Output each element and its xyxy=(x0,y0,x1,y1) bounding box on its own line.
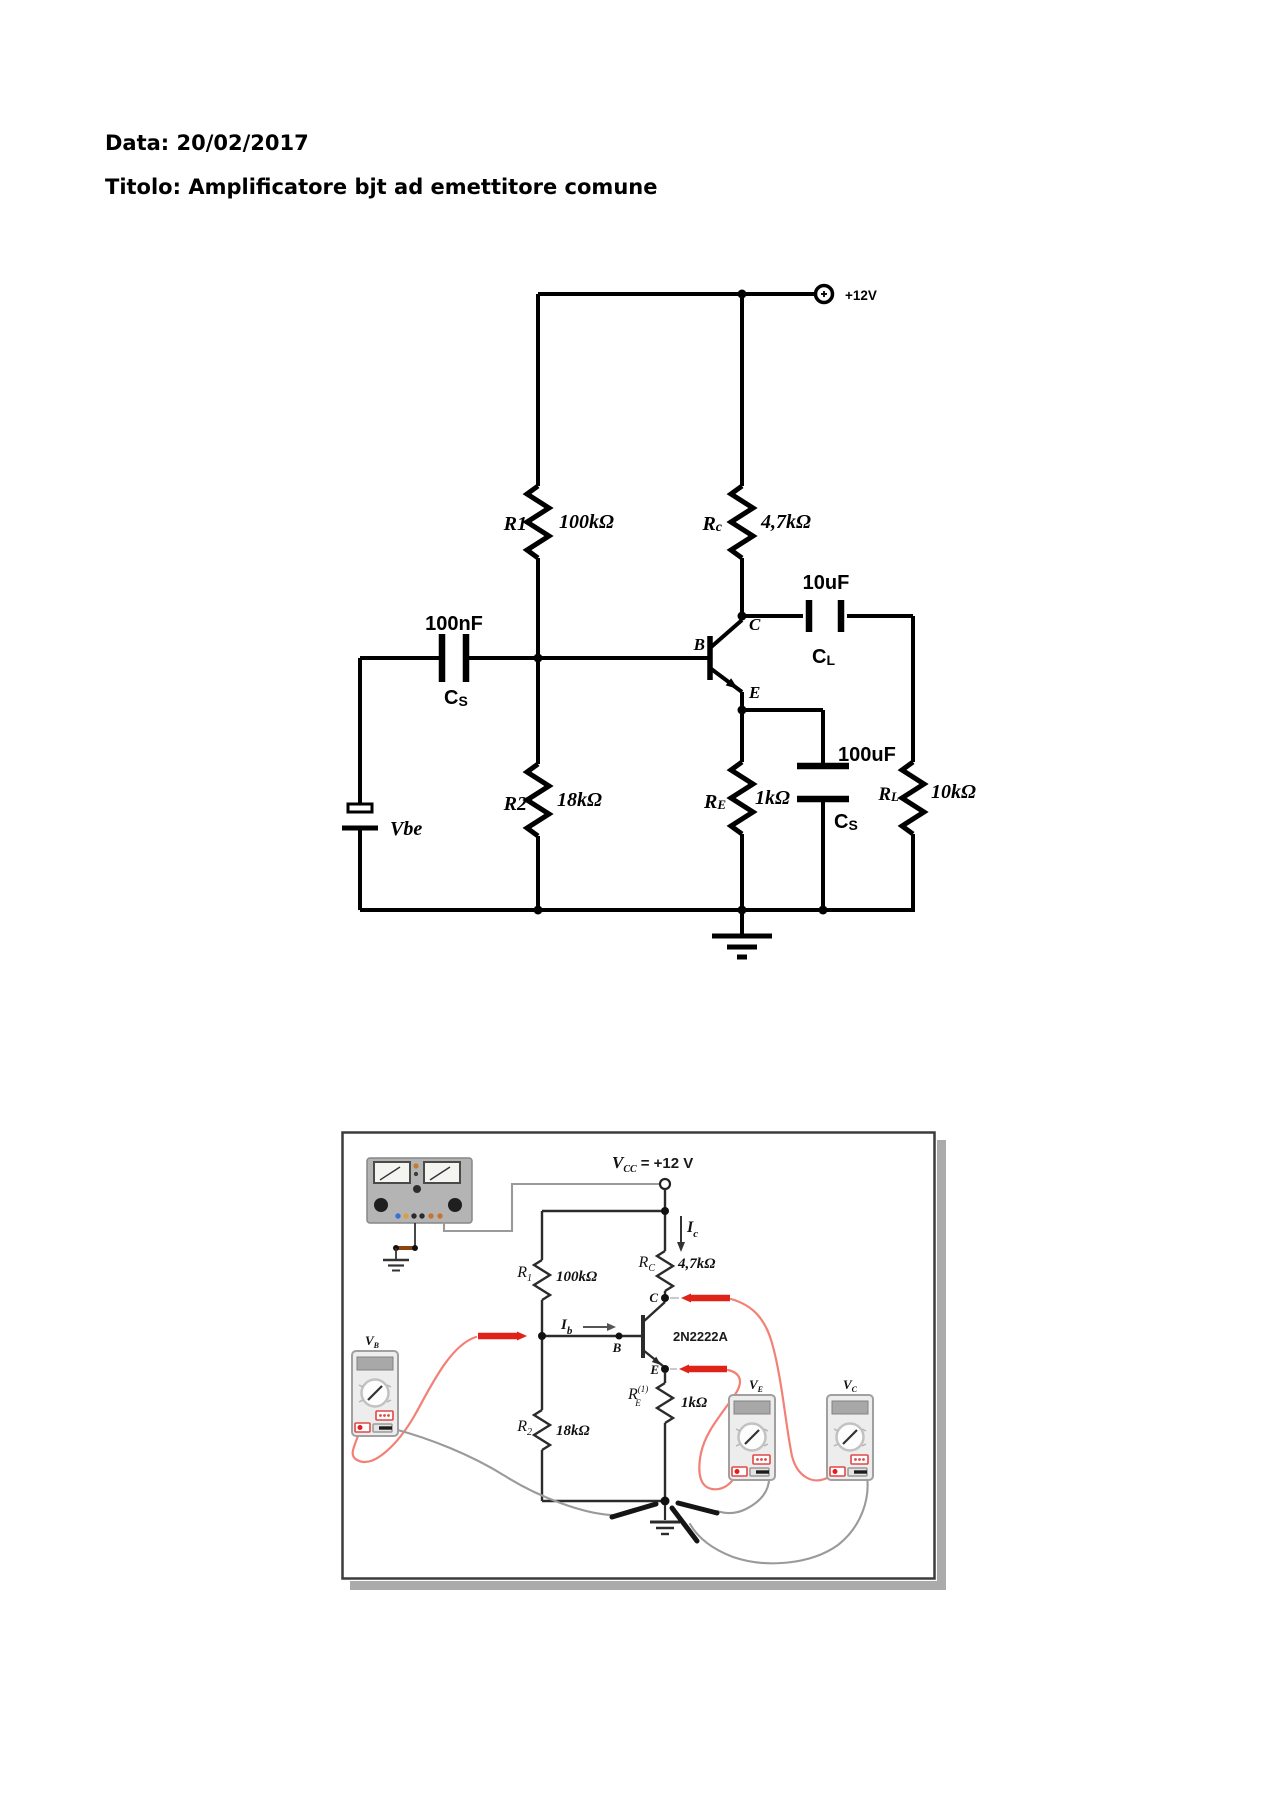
emitter-arrow-icon xyxy=(651,1356,661,1365)
ground-node xyxy=(609,1496,720,1544)
probe-tip-icon xyxy=(517,1331,527,1341)
rc-label: RC xyxy=(638,1254,656,1274)
re-value: 1kΩ xyxy=(755,787,790,809)
ce-value: 100uF xyxy=(838,744,896,766)
ground-icon xyxy=(650,1520,680,1536)
junction-dots xyxy=(533,289,828,915)
re-value: 1kΩ xyxy=(681,1395,707,1411)
resistor-r2 xyxy=(522,761,554,839)
ce-label: CS xyxy=(834,811,858,833)
vc-black-lead xyxy=(688,1474,869,1565)
transistor-symbol xyxy=(707,618,744,710)
collector-probe xyxy=(670,1293,730,1303)
re-label: R(1)E xyxy=(627,1384,648,1408)
vbe-label: Vbe xyxy=(390,818,422,840)
supply-label: +12V xyxy=(845,288,877,303)
vc-multimeter xyxy=(825,1393,875,1482)
psu-ground xyxy=(383,1223,418,1272)
cl-label: CL xyxy=(812,646,835,668)
schematic-wires xyxy=(531,1189,676,1503)
resistor-r1 xyxy=(531,1258,553,1302)
ve-meter-label: VE xyxy=(749,1377,763,1394)
probe-tip-icon xyxy=(679,1364,689,1374)
rc-label: Rc xyxy=(701,513,722,535)
ve-clip-icon xyxy=(675,1500,720,1516)
ic-arrow xyxy=(677,1216,685,1252)
junction-dots xyxy=(538,1207,669,1373)
ground-icon xyxy=(383,1258,409,1272)
r2-value: 18kΩ xyxy=(556,1423,590,1439)
emitter-label: E xyxy=(649,1362,659,1377)
collector-label: C xyxy=(649,1290,658,1305)
resistor-rl xyxy=(897,759,929,837)
vcc-terminal-icon xyxy=(658,1177,672,1191)
vb-meter-label: VB xyxy=(365,1333,380,1350)
ground-icon xyxy=(712,933,772,960)
divider-branch xyxy=(522,294,554,910)
emitter-arrow-icon xyxy=(725,678,738,689)
resistor-rc xyxy=(726,483,758,561)
vb-multimeter xyxy=(350,1349,400,1438)
ib-label: Ib xyxy=(560,1317,573,1337)
ve-black-lead xyxy=(715,1474,771,1515)
base-probe xyxy=(478,1331,527,1341)
ground-rail xyxy=(360,908,915,960)
emitter-network xyxy=(726,708,849,910)
rl-value: 10kΩ xyxy=(931,781,976,803)
transistor-symbol xyxy=(641,1301,666,1367)
supply-rail: +12V xyxy=(538,283,877,305)
input-network xyxy=(342,634,710,910)
r2-label: R2 xyxy=(516,1418,532,1438)
r1-label: R1 xyxy=(503,513,527,535)
ib-arrow xyxy=(583,1323,616,1331)
emitter-probe xyxy=(670,1364,727,1374)
ve-multimeter xyxy=(727,1393,777,1482)
r2-value: 18kΩ xyxy=(557,789,602,811)
frame-shadow xyxy=(350,1581,946,1590)
resistor-r1 xyxy=(522,483,554,561)
ic-label: Ic xyxy=(686,1219,698,1240)
resistor-r2 xyxy=(531,1408,553,1452)
base-label: B xyxy=(693,635,705,654)
measurement-setup-figure: VCC= +12 V Ic RC 4,7kΩ R1 100kΩ Ib B C E… xyxy=(341,1131,946,1590)
rl-label: RL xyxy=(877,784,899,805)
rc-value: 4,7kΩ xyxy=(677,1256,715,1272)
re-label: RE xyxy=(703,791,726,813)
resistor-re xyxy=(654,1381,676,1425)
title-line: Titolo: Amplificatore bjt ad emettitore … xyxy=(105,175,658,199)
r1-value: 100kΩ xyxy=(556,1269,597,1285)
output-network xyxy=(742,600,929,910)
vc-meter-label: VC xyxy=(843,1377,858,1394)
ve-red-lead xyxy=(698,1368,742,1491)
resistor-re xyxy=(726,759,758,837)
vb-red-lead xyxy=(351,1335,478,1463)
emitter-label: E xyxy=(748,683,760,702)
r2-label: R2 xyxy=(503,793,527,815)
rc-value: 4,7kΩ xyxy=(760,511,811,533)
supply-wire xyxy=(442,1182,661,1233)
vbe-battery-icon xyxy=(342,802,378,831)
resistor-rc xyxy=(654,1249,676,1293)
collector-label: C xyxy=(749,615,761,634)
base-label: B xyxy=(612,1340,622,1355)
r1-label: R1 xyxy=(516,1264,532,1284)
probe-tip-icon xyxy=(681,1293,691,1303)
r1-value: 100kΩ xyxy=(559,511,614,533)
vc-clip-icon xyxy=(669,1505,700,1544)
cl-value: 10uF xyxy=(803,572,850,594)
date-line: Data: 20/02/2017 xyxy=(105,131,309,155)
bjt-amplifier-schematic: +12V xyxy=(342,283,976,960)
vb-black-lead xyxy=(392,1427,614,1517)
collector-branch xyxy=(726,294,758,616)
vcc-label: VCC= +12 V xyxy=(612,1153,693,1175)
transistor-part-label: 2N2222A xyxy=(673,1329,729,1344)
cin-value: 100nF xyxy=(425,613,483,635)
frame-shadow xyxy=(937,1140,946,1588)
cin-label: CS xyxy=(444,687,468,709)
power-supply-icon xyxy=(366,1157,473,1224)
vb-clip-icon xyxy=(609,1501,659,1520)
